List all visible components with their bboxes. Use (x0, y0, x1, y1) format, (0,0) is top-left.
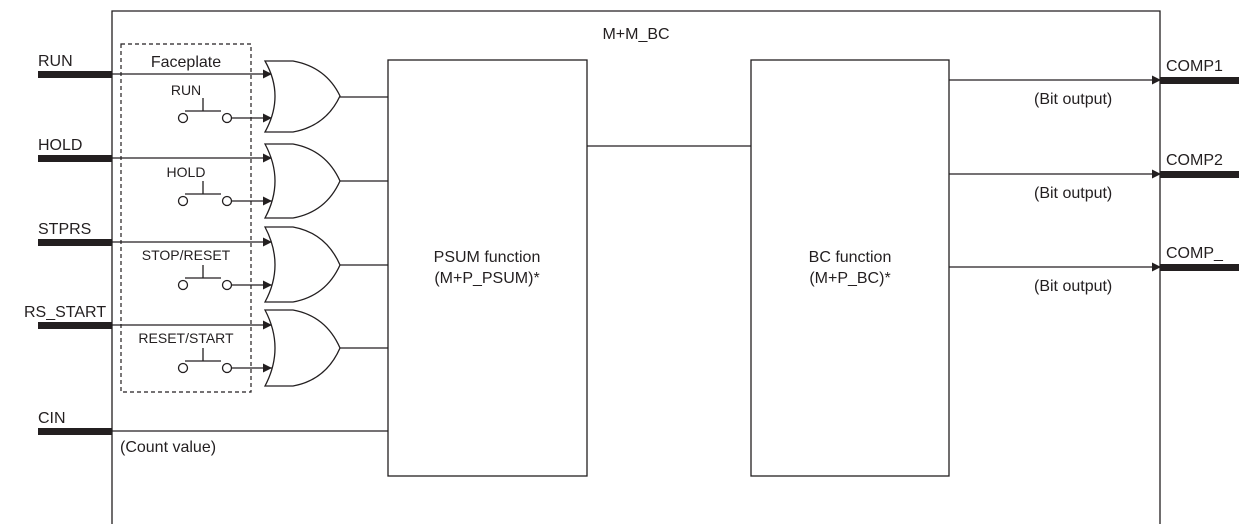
faceplate-box (120, 43, 252, 393)
or-gate-run (263, 60, 341, 133)
switch-stop-reset: STOP/RESET (142, 247, 272, 291)
bc-function-block (750, 59, 950, 477)
switch-run: RUN (171, 82, 272, 124)
input-label-cin: CIN (38, 410, 66, 427)
input-pin-hold (38, 155, 112, 162)
switch-label-hold: HOLD (167, 164, 206, 180)
output-pin-comp3 (1160, 264, 1239, 271)
input-label-hold: HOLD (38, 137, 82, 154)
input-pin-run (38, 71, 112, 78)
psum-function-block (387, 59, 588, 477)
input-label-run: RUN (38, 53, 73, 70)
output-label-comp3: COMP_ (1166, 245, 1224, 262)
or-gate-stop-reset (263, 226, 341, 303)
faceplate-title: Faceplate (151, 54, 221, 71)
psum-label-line2: (M+P_PSUM)* (434, 270, 539, 287)
psum-label-line1: PSUM function (434, 249, 541, 266)
switch-hold: HOLD (167, 164, 272, 207)
switch-label-run: RUN (171, 82, 201, 98)
input-label-rs-start: RS_START (24, 304, 106, 321)
input-pin-rs-start (38, 322, 112, 329)
bc-label-line2: (M+P_BC)* (809, 270, 890, 287)
input-pin-stprs (38, 239, 112, 246)
block-title: M+M_BC (602, 26, 669, 43)
output-label-comp1: COMP1 (1166, 58, 1223, 75)
switch-reset-start: RESET/START (138, 330, 272, 374)
or-gate-hold (263, 143, 341, 219)
or-gate-reset-start (263, 309, 341, 387)
comp2-note: (Bit output) (1034, 185, 1112, 202)
input-label-stprs: STPRS (38, 221, 91, 238)
output-pin-comp1 (1160, 77, 1239, 84)
input-pin-cin (38, 428, 112, 435)
output-pin-comp2 (1160, 171, 1239, 178)
output-label-comp2: COMP2 (1166, 152, 1223, 169)
cin-note: (Count value) (120, 439, 216, 456)
switch-label-reset-start: RESET/START (138, 330, 234, 346)
comp3-note: (Bit output) (1034, 278, 1112, 295)
switch-label-stop-reset: STOP/RESET (142, 247, 231, 263)
comp1-note: (Bit output) (1034, 91, 1112, 108)
bc-label-line1: BC function (809, 249, 892, 266)
